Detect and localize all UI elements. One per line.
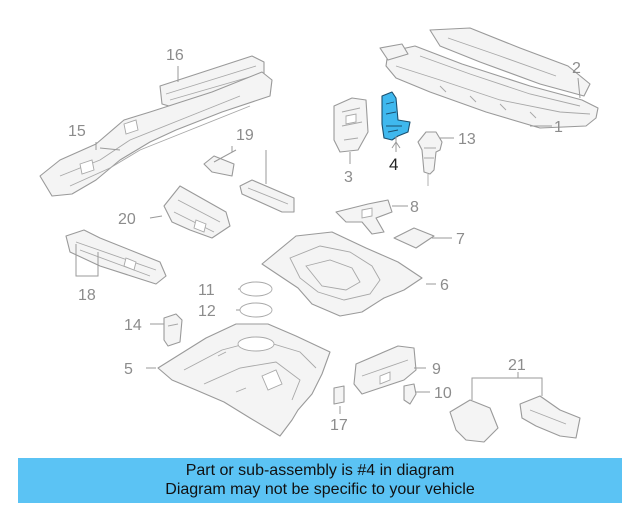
callout-14: 14: [124, 317, 142, 334]
part-20-crossmember: [163, 185, 231, 239]
part-19-brackets: [203, 155, 295, 213]
callout-8: 8: [410, 199, 419, 216]
callout-1: 1: [554, 119, 563, 136]
part-14-bracket: [163, 313, 183, 347]
callout-6: 6: [440, 277, 449, 294]
leader-lines: [75, 66, 581, 414]
part-4-highlighted-bracket: [381, 91, 411, 141]
callout-16: 16: [166, 47, 184, 64]
part-11-grommet: [239, 281, 273, 297]
callout-5: 5: [124, 361, 133, 378]
callout-17: 17: [330, 417, 348, 434]
part-9-bracket: [353, 345, 417, 395]
part-1-bumper-reinforcement: [379, 43, 599, 129]
callout-7: 7: [456, 231, 465, 248]
banner-line-disclaimer: Diagram may not be specific to your vehi…: [165, 481, 475, 498]
callout-15: 15: [68, 123, 86, 140]
callout-labels: 1 2 3 4 5 6 7 8 9 10 11 12 13 14 15 16 1…: [68, 47, 581, 434]
callout-12: 12: [198, 303, 216, 320]
part-12-grommet: [239, 302, 273, 318]
part-10-bolt: [403, 383, 417, 405]
callout-13: 13: [458, 131, 476, 148]
part-17-clip: [333, 385, 345, 405]
part-13-mount: [417, 131, 443, 186]
info-banner: Part or sub-assembly is #4 in diagram Di…: [18, 458, 622, 503]
callout-18: 18: [78, 287, 96, 304]
callout-4: 4: [389, 155, 398, 174]
part-3-bracket: [333, 97, 369, 153]
callout-9: 9: [432, 361, 441, 378]
part-18-side-rail: [65, 229, 167, 285]
part-15-side-member: [39, 71, 273, 197]
callout-19: 19: [236, 127, 254, 144]
callout-3: 3: [344, 169, 353, 186]
part-2-bumper-end: [429, 27, 591, 97]
callout-20: 20: [118, 211, 136, 228]
part-8-bracket: [335, 199, 393, 235]
part-7-plate: [393, 227, 435, 249]
callout-10: 10: [434, 385, 452, 402]
banner-line-part-number: Part or sub-assembly is #4 in diagram: [185, 462, 455, 479]
part-21-brackets: [449, 395, 581, 443]
part-6-spare-wheel-well: [261, 231, 423, 317]
callout-21: 21: [508, 357, 526, 374]
callout-11: 11: [198, 282, 215, 299]
part-5-trunk-floor: [157, 323, 331, 437]
callout-2: 2: [572, 60, 581, 77]
